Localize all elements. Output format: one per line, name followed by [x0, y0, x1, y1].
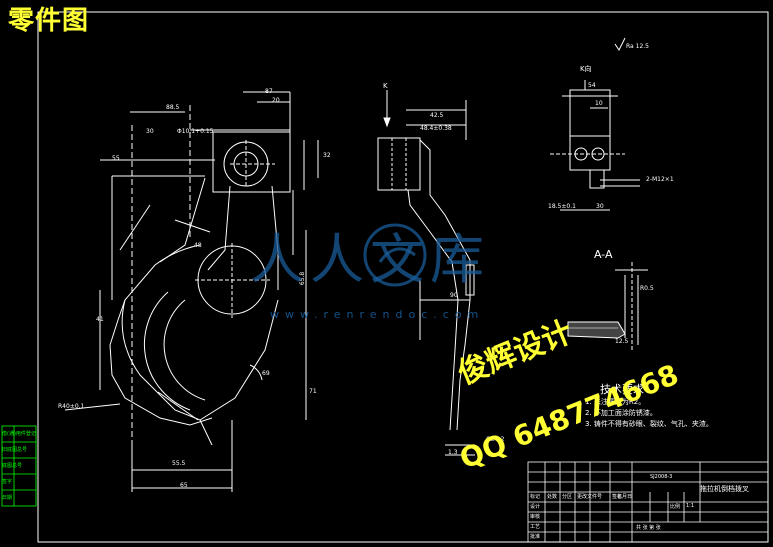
dim-1-3: 1.3 — [448, 449, 458, 456]
dim-30-k: 30 — [596, 203, 604, 210]
dim-87: 87 — [265, 88, 273, 95]
left-col-cell: 旧底图总号 — [2, 447, 28, 453]
main-view — [64, 91, 319, 492]
dim-48-4: 48.4±0.38 — [420, 125, 452, 132]
section-aa — [567, 262, 648, 350]
hub-block — [212, 131, 291, 193]
tb-role-review: 审核 — [530, 514, 541, 520]
dim-6: 6±0.2 — [486, 436, 505, 443]
dim-88-5: 88.5 — [166, 104, 180, 111]
dim-phi10: Φ10.1+0.15 — [177, 128, 214, 135]
tb-scale-label: 比例 — [670, 504, 681, 510]
left-column-table: 借(通)用件登记 旧底图总号 底图总号 签字 日期 — [2, 426, 36, 506]
watermark-url: www.renrendoc.com — [270, 308, 485, 321]
left-col-cell: 日期 — [2, 495, 13, 501]
part-name: 拖拉机倒档拨叉 — [700, 485, 749, 493]
dim-18-5: 18.5±0.1 — [548, 203, 576, 210]
left-col-cell: 签字 — [2, 479, 13, 485]
watermark-logo-text: 人人文库 — [250, 228, 490, 291]
dim-42-5: 42.5 — [430, 112, 444, 119]
k-view-label: K向 — [580, 65, 592, 73]
roughness-note: Ra 12.5 — [626, 43, 649, 50]
arrow-k-label: K — [383, 82, 388, 90]
dim-55-5: 55.5 — [172, 460, 186, 467]
dim-r40: R40±0.1 — [58, 403, 85, 410]
tb-role-approve: 批准 — [530, 534, 541, 540]
tb-scale-value: 1:1 — [686, 503, 695, 509]
dim-90: 90 — [450, 292, 458, 299]
tb-row-change: 更改文件号 — [577, 494, 603, 500]
dim-48: 48 — [194, 242, 202, 249]
tb-sheet: 共 张 第 张 — [636, 525, 661, 531]
tb-row-mark: 标记 — [530, 494, 541, 500]
tb-row-date: 年月日 — [617, 494, 633, 500]
dim-12-5: 12.5 — [615, 338, 629, 345]
tech-requirements-list: 1. 未注圆角为R2。 2. 不加工面涂防锈漆。 3. 铸件不得有砂眼、裂纹、气… — [585, 397, 713, 430]
dim-10: 10 — [595, 100, 603, 107]
section-aa-label: A-A — [594, 248, 613, 261]
dim-54: 54 — [588, 82, 596, 89]
dim-32: 32 — [323, 152, 331, 159]
dim-thread: 2-M12×1 — [646, 176, 674, 183]
dim-71: 71 — [309, 388, 317, 395]
drawing-number: SJ2008-3 — [650, 474, 673, 480]
tb-row-count: 处数 — [547, 494, 558, 500]
left-col-cell: 借(通)用件登记 — [2, 431, 36, 437]
drawing-border — [37, 11, 769, 543]
k-view — [550, 37, 640, 211]
title-block — [527, 461, 769, 543]
tb-role-process: 工艺 — [530, 524, 541, 530]
tb-row-zone: 分区 — [562, 494, 573, 500]
tech-item: 1. 未注圆角为R2。 — [585, 398, 646, 406]
dim-30: 30 — [146, 128, 154, 135]
tech-item: 3. 铸件不得有砂眼、裂纹、气孔、夹渣。 — [585, 420, 713, 428]
left-col-cell: 底图总号 — [2, 463, 23, 469]
dim-41: 41 — [96, 316, 104, 323]
left-binding-table — [1, 425, 37, 507]
side-small-rect — [465, 264, 475, 296]
side-view — [377, 90, 475, 456]
dim-20: 20 — [272, 97, 280, 104]
watermark-logo-mark — [363, 223, 427, 287]
tech-requirements-title: 技术要求 — [600, 383, 644, 396]
dim-55: 55 — [112, 155, 120, 162]
drawing-title: 零件图 — [8, 6, 90, 36]
tb-role-design: 设计 — [530, 504, 541, 510]
dim-69: 69 — [262, 370, 270, 377]
dim-65: 65 — [180, 482, 188, 489]
tech-item: 2. 不加工面涂防锈漆。 — [585, 409, 657, 417]
side-hub — [377, 137, 421, 191]
dim-r0-5: R0.5 — [640, 285, 654, 292]
tb-row-sign: 签名 — [612, 494, 623, 500]
